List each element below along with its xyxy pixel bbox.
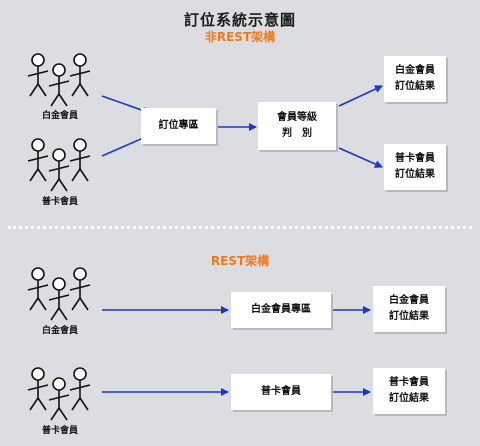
platinum-endpoint-box: 白金會員專區 xyxy=(231,292,331,328)
result-line2: 訂位結果 xyxy=(395,81,435,92)
platinum-result-box: 白金會員 訂位結果 xyxy=(384,56,446,102)
booking-area-box: 訂位專區 xyxy=(141,108,216,144)
arrow-classify-to-platinum-result xyxy=(338,85,383,107)
member-classify-box: 會員等級 判 別 xyxy=(258,102,336,150)
rest-standard-result-box: 普卡會員 訂位結果 xyxy=(373,368,445,414)
diagram-title: 訂位系統示意圖 xyxy=(183,11,296,29)
member-group-icon xyxy=(27,53,91,107)
group-label-standard: 普卡會員 xyxy=(41,197,78,207)
rest-heading: REST架構 xyxy=(210,254,270,268)
standard-result-box: 普卡會員 訂位結果 xyxy=(384,144,446,190)
non-rest-heading: 非REST架構 xyxy=(204,30,276,44)
result-line1: 普卡會員 xyxy=(395,153,435,164)
booking-area-label: 訂位專區 xyxy=(158,120,199,131)
group-label-platinum: 白金會員 xyxy=(41,111,78,121)
result-line2: 訂位結果 xyxy=(395,169,435,180)
endpoint-label: 白金會員專區 xyxy=(251,304,311,315)
member-group-icon xyxy=(27,267,91,321)
endpoint-label: 普卡會員 xyxy=(261,386,301,397)
result-line1: 白金會員 xyxy=(395,65,435,76)
standard-endpoint-box: 普卡會員 xyxy=(231,374,331,410)
arrow-classify-to-standard-result xyxy=(338,147,383,168)
result-line1: 白金會員 xyxy=(389,295,429,306)
result-line2: 訂位結果 xyxy=(389,311,429,322)
member-group-icon xyxy=(27,138,91,192)
classify-line1: 會員等級 xyxy=(277,112,317,123)
member-group-icon xyxy=(27,367,91,421)
section-divider xyxy=(8,226,472,229)
classify-line2: 判 別 xyxy=(282,128,312,139)
result-line1: 普卡會員 xyxy=(389,377,429,388)
rest-platinum-result-box: 白金會員 訂位結果 xyxy=(373,286,445,332)
rest-group-label-platinum: 白金會員 xyxy=(41,326,78,336)
rest-group-label-standard: 普卡會員 xyxy=(41,426,78,436)
result-line2: 訂位結果 xyxy=(389,393,429,404)
